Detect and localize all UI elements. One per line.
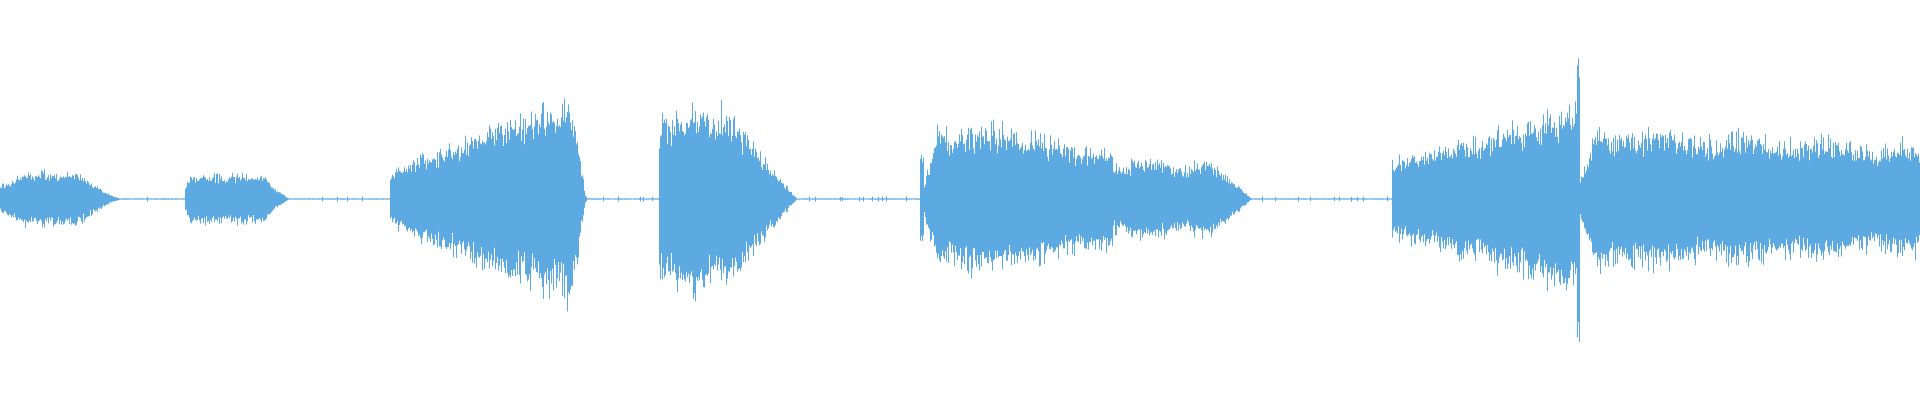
waveform-bars: [0, 58, 1920, 342]
waveform-path: [0, 58, 1920, 342]
